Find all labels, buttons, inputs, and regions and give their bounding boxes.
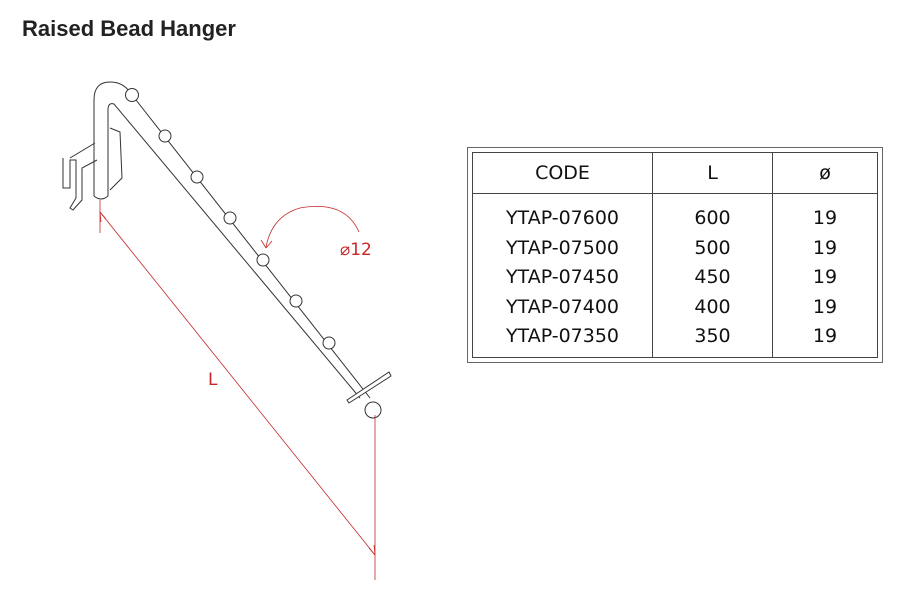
dimension-lines xyxy=(99,200,376,580)
cell-length: 500 xyxy=(694,236,731,259)
length-dimension-line xyxy=(99,211,376,556)
bead xyxy=(289,294,303,308)
table-header: CODE L ø xyxy=(473,153,877,194)
header-length: L xyxy=(653,153,773,193)
header-diameter: ø xyxy=(819,162,831,184)
cell-diameter: 19 xyxy=(812,295,838,318)
bead-callout-arrow xyxy=(265,206,360,248)
cell-diameter: 19 xyxy=(812,266,838,288)
hanger-outline xyxy=(62,81,392,419)
code-column: YTAP-07600 YTAP-07500 YTAP-07450 YTAP-07… xyxy=(473,194,653,357)
bead xyxy=(256,253,270,267)
cell-code: YTAP-07600 xyxy=(505,207,620,229)
bead xyxy=(158,129,172,143)
cell-diameter: 19 xyxy=(812,207,838,229)
cell-diameter: 19 xyxy=(812,325,838,347)
page-title: Raised Bead Hanger xyxy=(22,16,236,41)
bead xyxy=(223,211,237,225)
cell-code: YTAP-07500 xyxy=(505,236,620,259)
cell-code: YTAP-07350 xyxy=(505,325,620,347)
cell-length: 600 xyxy=(694,207,731,229)
hook-tube xyxy=(93,81,132,196)
wall-bracket xyxy=(62,158,98,211)
bead-diameter-label: ⌀12 xyxy=(340,240,372,260)
cell-length: 350 xyxy=(694,325,731,347)
bead xyxy=(190,170,204,184)
diameter-column: 19 19 19 19 19 xyxy=(773,194,877,357)
bar-arm xyxy=(135,99,371,399)
length-column: 600 500 450 400 350 xyxy=(653,194,773,357)
end-ball xyxy=(364,401,382,419)
cell-length: 400 xyxy=(694,295,731,318)
bead xyxy=(125,88,139,102)
spec-table: CODE L ø YTAP-07600 YTAP-07500 YTAP-0745… xyxy=(467,147,883,363)
cell-diameter: 19 xyxy=(812,236,838,259)
header-code: CODE xyxy=(473,153,653,193)
length-label: L xyxy=(208,370,218,390)
cell-code: YTAP-07400 xyxy=(505,295,620,318)
cell-code: YTAP-07450 xyxy=(505,266,620,288)
bead xyxy=(322,336,336,350)
cell-length: 450 xyxy=(694,266,731,288)
end-pin xyxy=(346,371,392,404)
